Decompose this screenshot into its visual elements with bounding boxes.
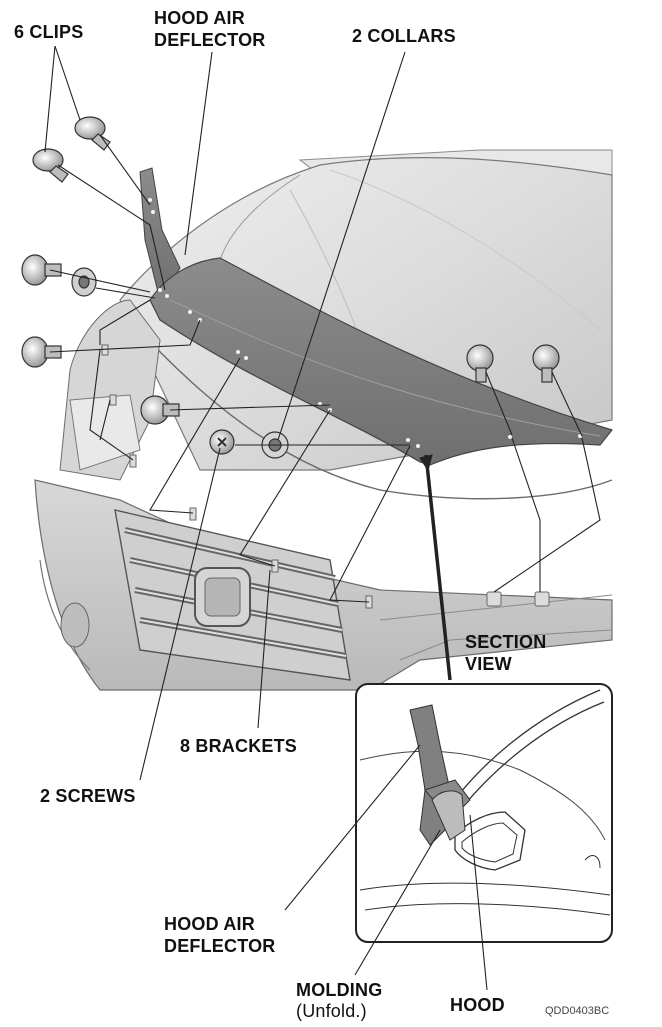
screw [210, 430, 234, 454]
figure-code: QDD0403BC [545, 1005, 609, 1017]
hood-air-deflector-bottom-label-line1: HOOD AIR [164, 914, 255, 935]
hood-label: HOOD [450, 995, 505, 1016]
section-view-label-line1: SECTION [465, 632, 546, 653]
hood-air-deflector-top-label-line2: DEFLECTOR [154, 30, 265, 51]
clip [33, 149, 68, 182]
hood-air-deflector-top-label-line1: HOOD AIR [154, 8, 245, 29]
hood-air-deflector-bottom-label-line2: DEFLECTOR [164, 936, 275, 957]
collars-label: 2 COLLARS [352, 26, 456, 47]
clips-label: 6 CLIPS [14, 22, 83, 43]
screws-label: 2 SCREWS [40, 786, 136, 807]
clip [75, 117, 110, 150]
section-view-label-line2: VIEW [465, 654, 512, 675]
clip [22, 255, 61, 285]
molding-label-line1: MOLDING [296, 980, 382, 1001]
collar [72, 268, 96, 296]
molding-label-line2: (Unfold.) [296, 1001, 367, 1022]
section-view [356, 684, 612, 942]
brackets-label: 8 BRACKETS [180, 736, 297, 757]
